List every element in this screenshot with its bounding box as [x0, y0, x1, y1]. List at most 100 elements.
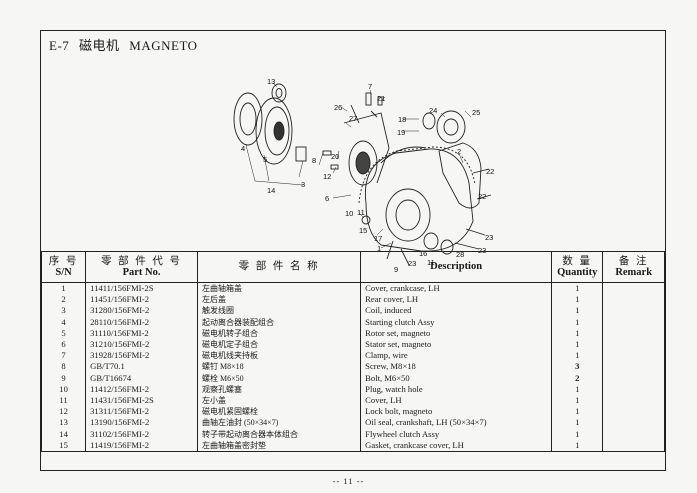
cell-description: Rotor set, magneto: [360, 327, 553, 340]
induced-coil-drawing: [295, 146, 307, 162]
callout-22b: 22: [478, 192, 486, 201]
oil-seal-drawing: [271, 83, 287, 103]
cell-part-no: 28110/156FMI-2: [85, 316, 198, 328]
cell-sn: 15: [40, 439, 87, 453]
cell-description: Rear cover, LH: [360, 294, 553, 306]
header-quantity: 数 量 Quantity: [551, 251, 604, 283]
cell-name-cn: 磁电机线夹持板: [196, 350, 362, 362]
cell-part-no: 13190/156FMI-2: [85, 417, 198, 429]
rotor-drawing: [255, 97, 293, 165]
cell-description: Gasket, crankcase cover, LH: [360, 439, 553, 453]
cell-sn: 10: [40, 383, 87, 396]
cell-quantity: 1: [551, 294, 604, 306]
cell-name-cn: 曲轴左油封 (50×34×7): [196, 417, 362, 429]
callout-15: 15: [359, 226, 367, 235]
cell-sn: 8: [40, 361, 87, 373]
cell-name-cn: 左后盖: [196, 294, 362, 306]
cell-remark: [602, 361, 665, 373]
cell-name-cn: 左曲轴箱盖密封垫: [196, 439, 362, 453]
cell-sn: 4: [40, 316, 87, 328]
cell-remark: [602, 406, 665, 418]
cell-part-no: 11411/156FMI-2S: [85, 282, 198, 295]
cell-description: Cover, LH: [360, 395, 553, 407]
cell-sn: 5: [40, 327, 87, 340]
cell-description: Lock bolt, magneto: [360, 406, 553, 418]
cell-name-cn: 观察孔螺塞: [196, 383, 362, 396]
cell-description: Plug, watch hole: [360, 383, 553, 396]
callout-22a: 22: [486, 167, 494, 176]
cell-part-no: 31102/156FMI-2: [85, 428, 198, 440]
cell-name-cn: 触发线圈: [196, 305, 362, 317]
header-remark: 备 注 Remark: [602, 251, 665, 283]
cell-remark: [602, 372, 665, 384]
cell-part-no: GB/T16674: [85, 372, 198, 384]
callout-7: 7: [368, 82, 372, 91]
callout-20: 20: [331, 152, 339, 161]
cell-remark: [602, 327, 665, 340]
cell-quantity: 1: [551, 383, 604, 396]
callout-10: 10: [345, 209, 353, 218]
cell-sn: 13: [40, 417, 87, 429]
cell-remark: [602, 282, 665, 295]
callout-13: 13: [267, 77, 275, 86]
crankcase-cover-drawing: [364, 148, 474, 252]
section-code: E-7: [49, 38, 70, 53]
header-sn: 序 号 S/N: [40, 251, 87, 283]
cell-description: Bolt, M6×50: [360, 372, 553, 384]
cell-description: Oil seal, crankshaft, LH (50×34×7): [360, 417, 553, 429]
cell-sn: 2: [40, 294, 87, 306]
cell-remark: [602, 350, 665, 362]
cell-name-cn: 磁电机紧固螺栓: [196, 406, 362, 418]
section-title-en: MAGNETO: [129, 38, 198, 53]
cell-description: Coil, induced: [360, 305, 553, 317]
cell-sn: 12: [40, 406, 87, 418]
cell-remark: [602, 305, 665, 317]
section-title: E-7 磁电机 MAGNETO: [49, 35, 198, 54]
cell-sn: 1: [40, 282, 87, 295]
cell-remark: [602, 294, 665, 306]
cell-sn: 14: [40, 428, 87, 440]
page-frame: E-7 磁电机 MAGNETO: [40, 30, 666, 471]
cell-quantity: 1: [551, 350, 604, 362]
callout-3: 3: [301, 180, 305, 189]
cell-part-no: GB/T70.1: [85, 361, 198, 373]
header-name-cn: 零 部 件 名 称: [196, 251, 362, 283]
cell-quantity: 1: [551, 406, 604, 418]
cell-quantity: 1: [551, 439, 604, 453]
cell-quantity: 3: [551, 361, 604, 373]
cell-remark: [602, 339, 665, 351]
callout-11: 11: [357, 208, 365, 217]
cell-name-cn: 磁电机转子组合: [196, 327, 362, 340]
cell-part-no: 31311/156FMI-2: [85, 406, 198, 418]
cell-sn: 3: [40, 305, 87, 317]
rear-cover-drawing: [438, 142, 482, 209]
callout-23b: 23: [485, 233, 493, 242]
callout-6: 6: [325, 194, 329, 203]
cell-name-cn: 转子带起动离合器本体组合: [196, 428, 362, 440]
small-cover-drawing: [422, 112, 436, 130]
callout-1: 1: [377, 244, 381, 253]
cell-description: Screw, M8×18: [360, 361, 553, 373]
cell-name-cn: 螺钉 M8×18: [196, 361, 362, 373]
cell-quantity: 2: [551, 372, 604, 384]
cell-sn: 6: [40, 339, 87, 351]
exploded-parts-diagram: 13 7 21 26 27 18 19 24 25 4 5 14 3 8 12 …: [41, 53, 665, 277]
cell-remark: [602, 395, 665, 407]
callout-2: 2: [457, 147, 461, 156]
cell-name-cn: 磁电机定子组合: [196, 339, 362, 351]
cell-description: Clamp, wire: [360, 350, 553, 362]
